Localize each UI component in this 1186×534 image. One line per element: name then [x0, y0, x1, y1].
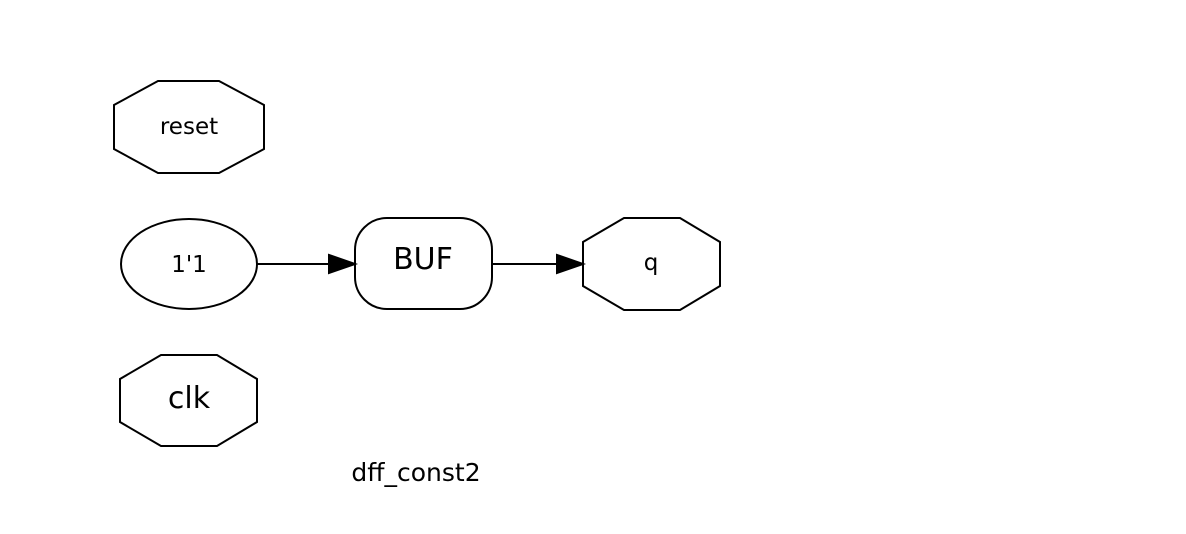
arrowhead-icon	[556, 253, 587, 275]
node-clk: clk	[119, 354, 258, 447]
node-label-buf: BUF	[393, 242, 453, 277]
node-buf: BUF	[354, 217, 493, 310]
node-label-constant: 1'1	[171, 252, 207, 278]
edge-const-to-buf	[257, 253, 359, 275]
node-label-reset: reset	[160, 114, 218, 140]
node-label-clk: clk	[168, 381, 211, 416]
octagon-port-shape	[119, 354, 258, 447]
node-q: q	[582, 217, 721, 311]
node-reset: reset	[113, 80, 265, 174]
octagon-port-shape	[582, 217, 721, 311]
arrowhead-icon	[328, 253, 359, 275]
diagram-title: dff_const2	[351, 458, 480, 487]
edge-buf-to-q	[492, 253, 587, 275]
node-constant: 1'1	[120, 218, 258, 310]
octagon-port-shape	[113, 80, 265, 174]
node-label-q: q	[644, 250, 659, 276]
